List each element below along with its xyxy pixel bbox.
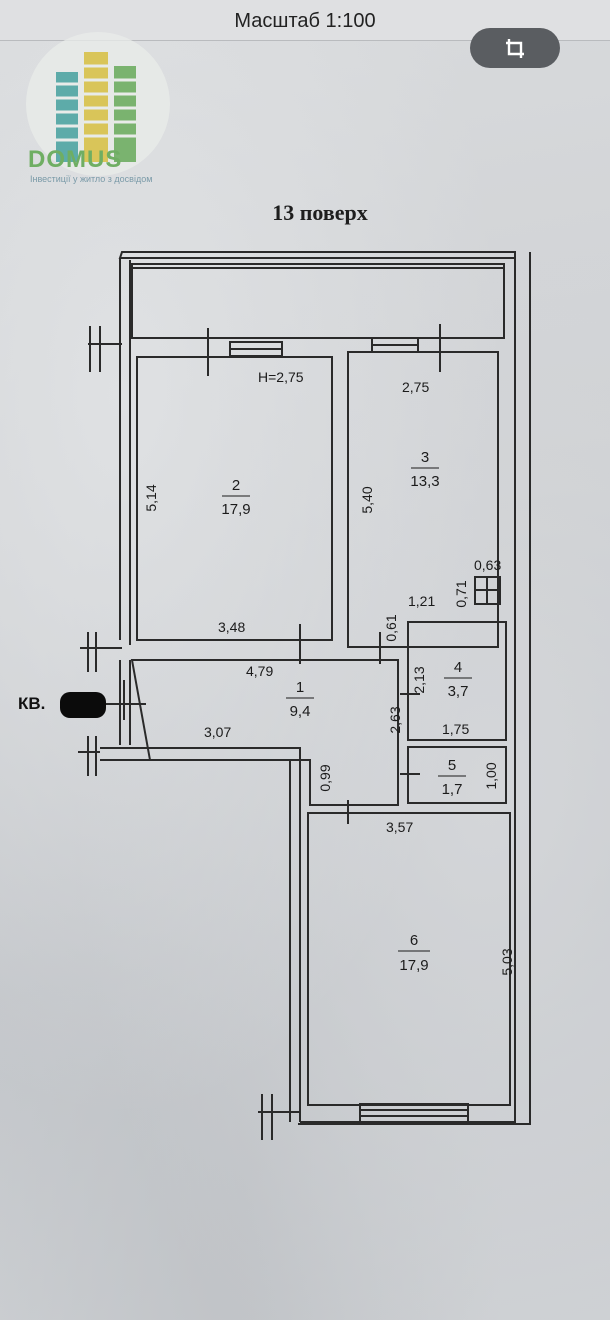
room-number: 2 xyxy=(232,477,240,494)
dim-room6-top: 3,57 xyxy=(386,819,413,835)
room-area: 17,9 xyxy=(221,501,250,518)
dim-room3-bottom: 1,21 xyxy=(408,593,435,609)
logo-wordmark: DOMUS xyxy=(28,146,123,173)
scale-label: Масштаб 1:100 xyxy=(234,10,376,32)
room-label-3: 3 13,3 xyxy=(410,449,439,490)
room-label-5: 5 1,7 xyxy=(438,757,466,798)
room-3-outline xyxy=(347,351,499,648)
dim-room2-height: 5,14 xyxy=(143,484,159,511)
room-area: 3,7 xyxy=(448,683,469,700)
balcony xyxy=(131,263,505,339)
vent-shaft xyxy=(474,576,501,605)
dim-room4-height: 2,13 xyxy=(411,666,427,693)
dim-shaft-height: 0,71 xyxy=(453,580,469,607)
crop-button[interactable] xyxy=(470,28,560,68)
apartment-label: КВ. xyxy=(18,694,46,713)
window-room-6 xyxy=(359,1103,469,1123)
floor-title: 13 поверх xyxy=(272,200,368,225)
room-number: 3 xyxy=(421,449,429,466)
dim-wall-061: 0,61 xyxy=(383,614,399,641)
room-number: 4 xyxy=(454,659,462,676)
room-2-outline xyxy=(136,356,333,641)
room-1-outline xyxy=(130,659,399,806)
dim-room3-top: 2,75 xyxy=(402,379,429,395)
plan-walls xyxy=(78,251,531,1140)
dim-hall-left: 3,07 xyxy=(204,724,231,740)
dim-shaft-width: 0,63 xyxy=(474,557,501,573)
domus-logo xyxy=(26,32,170,176)
dim-room2-width: 3,48 xyxy=(218,619,245,635)
dim-room6-height: 5,03 xyxy=(499,948,515,975)
crop-icon xyxy=(506,39,524,58)
room-number: 6 xyxy=(410,932,418,949)
room-area: 17,9 xyxy=(399,957,428,974)
ceiling-height-label: H=2,75 xyxy=(258,369,304,385)
room-label-2: 2 17,9 xyxy=(221,477,250,518)
room-number: 1 xyxy=(296,679,304,696)
apartment-number-redaction xyxy=(60,692,106,718)
room-number: 5 xyxy=(448,757,456,774)
logo-tagline: Інвестиції у житло з досвідом xyxy=(30,174,153,184)
dim-hall-bottom: 0,99 xyxy=(317,764,333,791)
dim-room4-width: 1,75 xyxy=(442,721,469,737)
logo-buildings xyxy=(56,52,136,162)
room-label-1: 1 9,4 xyxy=(286,679,314,720)
outer-wall-top xyxy=(118,251,516,259)
room-area: 13,3 xyxy=(410,473,439,490)
dim-hall-right: 2,63 xyxy=(387,706,403,733)
room-4-outline xyxy=(407,621,507,741)
dim-hall-top: 4,79 xyxy=(246,663,273,679)
room-label-6: 6 17,9 xyxy=(398,932,430,974)
room-area: 9,4 xyxy=(290,703,311,720)
dim-room3-height: 5,40 xyxy=(359,486,375,513)
room-label-4: 4 3,7 xyxy=(444,659,472,700)
room-area: 1,7 xyxy=(442,781,463,798)
dim-room5-height: 1,00 xyxy=(483,762,499,789)
